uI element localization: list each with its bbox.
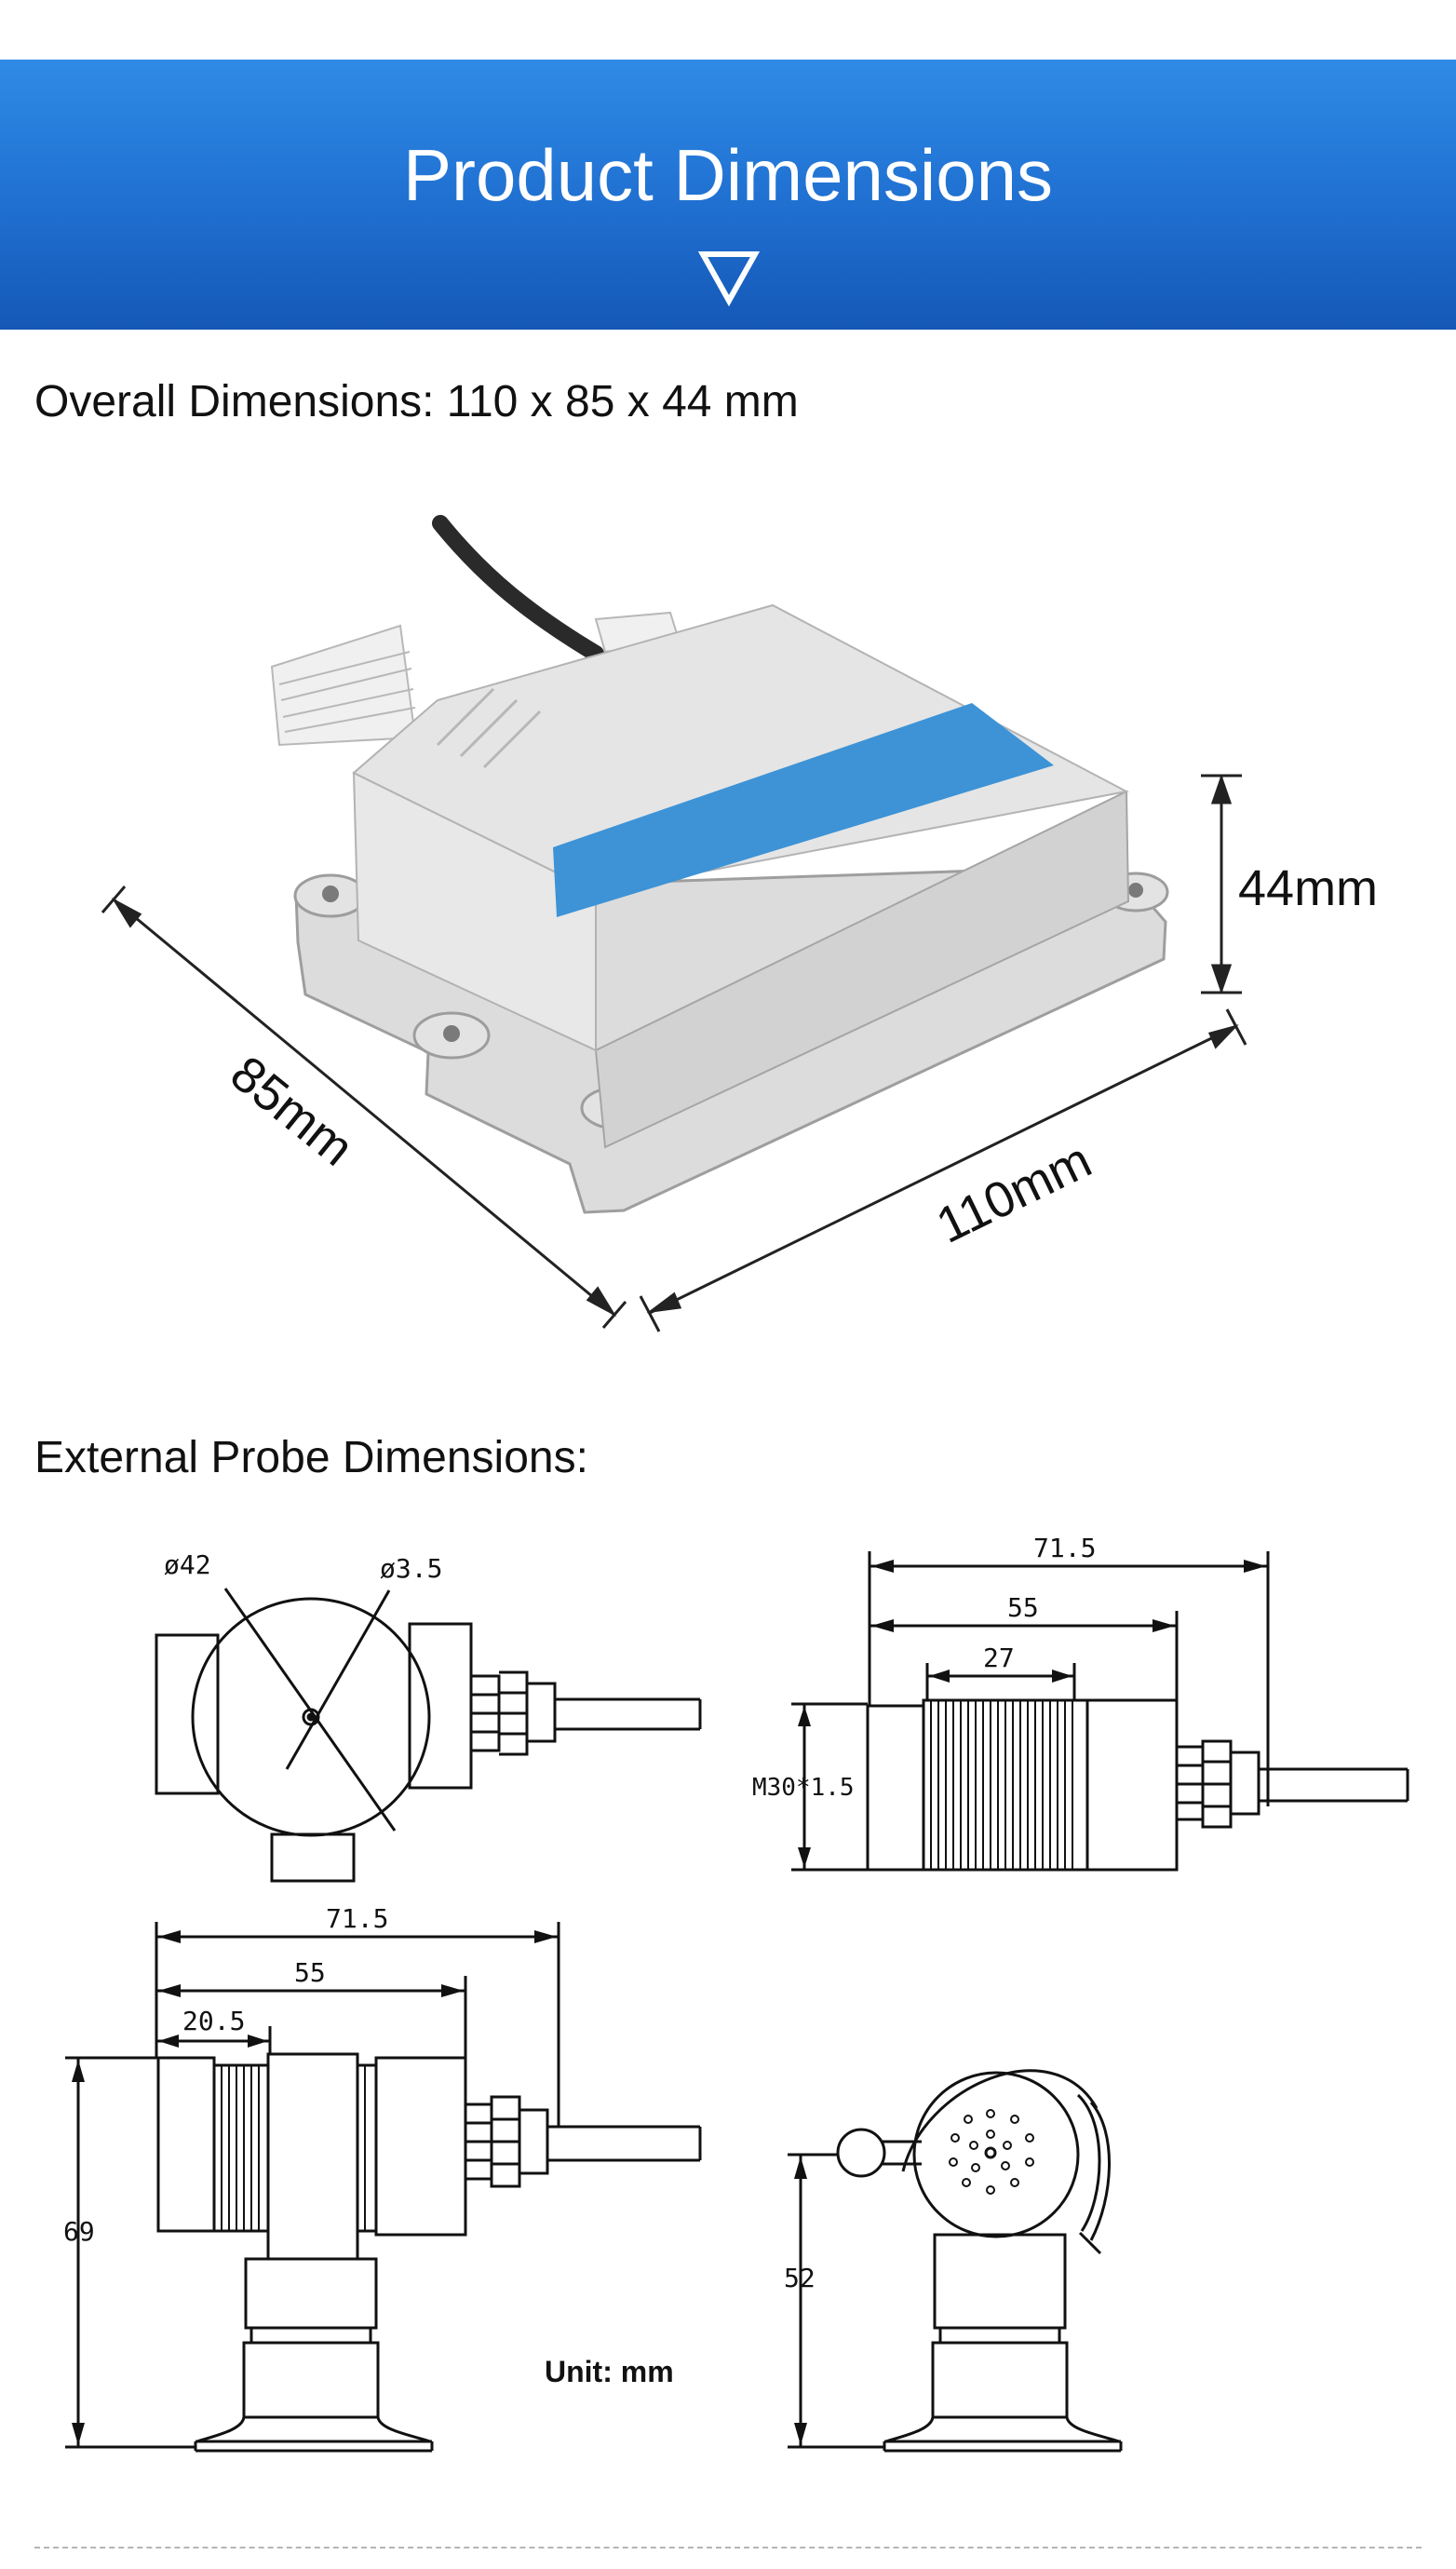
probe-side-view-threaded bbox=[791, 1551, 1409, 1872]
section-divider bbox=[34, 2547, 1422, 2549]
section-banner: Product Dimensions bbox=[0, 60, 1456, 330]
enclosure-label-stripe bbox=[553, 703, 1054, 917]
side-bottom-overall-length: 71.5 bbox=[326, 1903, 388, 1934]
probe-side-view-mounted bbox=[65, 1922, 702, 2453]
side-bottom-thread-length: 20.5 bbox=[182, 2006, 245, 2036]
side-top-thread-length: 27 bbox=[983, 1643, 1015, 1673]
sensor-probe-fins bbox=[270, 611, 681, 747]
side-top-overall-length: 71.5 bbox=[1033, 1533, 1096, 1563]
height-callout: 44mm bbox=[1238, 860, 1378, 916]
end-view-height: 52 bbox=[784, 2263, 816, 2293]
probe-front-view bbox=[155, 1588, 702, 1883]
side-bottom-body-length: 55 bbox=[294, 1957, 326, 1988]
side-top-body-length: 55 bbox=[1007, 1592, 1039, 1623]
overall-dimensions-heading: Overall Dimensions: 110 x 85 x 44 mm bbox=[34, 377, 799, 426]
front-diameter-outer: ø42 bbox=[164, 1549, 211, 1580]
down-triangle-outline-icon bbox=[697, 251, 761, 307]
height-dimension-line bbox=[1201, 774, 1242, 994]
sensor-cable bbox=[432, 515, 604, 662]
length-dimension-line bbox=[639, 1008, 1247, 1332]
depth-dimension-line bbox=[101, 886, 627, 1329]
banner-title: Product Dimensions bbox=[403, 134, 1053, 216]
unit-note: Unit: mm bbox=[545, 2355, 674, 2388]
enclosure-lid-front bbox=[594, 790, 1130, 1149]
side-bottom-height: 69 bbox=[63, 2216, 95, 2247]
side-top-thread-spec: M30*1.5 bbox=[752, 1774, 855, 1802]
front-diameter-hole: ø3.5 bbox=[380, 1553, 442, 1584]
probe-dimensions-heading: External Probe Dimensions: bbox=[34, 1433, 588, 1482]
probe-end-view bbox=[788, 2069, 1123, 2453]
